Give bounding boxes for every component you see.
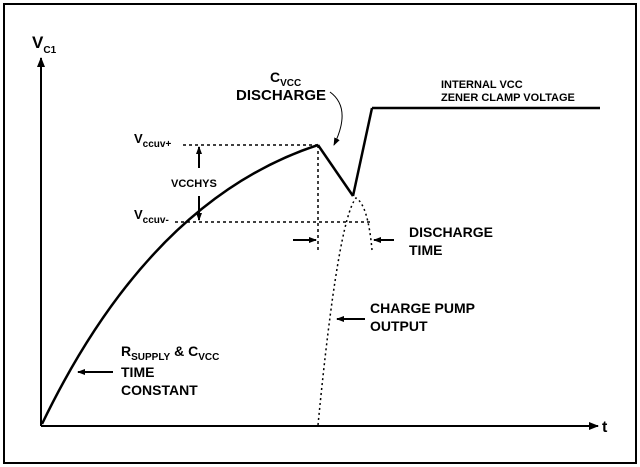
vccuv-plus-label: Vccuv+ xyxy=(134,131,171,150)
vcchys-label: VCCHYS xyxy=(171,178,217,190)
charge-pump-label-line1: CHARGE PUMP xyxy=(370,300,475,316)
rc-charge-curve xyxy=(40,143,319,425)
charge-pump-label-line2: OUTPUT xyxy=(370,318,428,334)
diagram-frame xyxy=(3,3,637,464)
discharge-curve xyxy=(316,144,355,197)
time-constant-label-time: TIME xyxy=(121,364,154,380)
charge-pump-rise xyxy=(351,107,374,197)
discharge-time-label-line1: DISCHARGE xyxy=(409,224,493,240)
charge-pump-dotted-curve xyxy=(317,197,373,426)
cvcc-discharge-pointer xyxy=(329,91,343,146)
zener-clamp-label: ZENER CLAMP VOLTAGE xyxy=(441,92,575,104)
rsupply-cvcc-label: RSUPPLY & CVCC xyxy=(121,343,219,363)
time-constant-label-constant: CONSTANT xyxy=(121,382,198,398)
cvcc-discharge-label: DISCHARGE xyxy=(236,87,326,104)
discharge-time-label-line2: TIME xyxy=(409,242,442,258)
vccuv-minus-label: Vccuv- xyxy=(134,207,169,226)
internal-vcc-label: INTERNAL VCC xyxy=(441,79,523,91)
x-axis-label: t xyxy=(602,419,608,436)
cvcc-label: CVCC xyxy=(270,69,301,89)
y-axis-label: VC1 xyxy=(32,33,57,56)
